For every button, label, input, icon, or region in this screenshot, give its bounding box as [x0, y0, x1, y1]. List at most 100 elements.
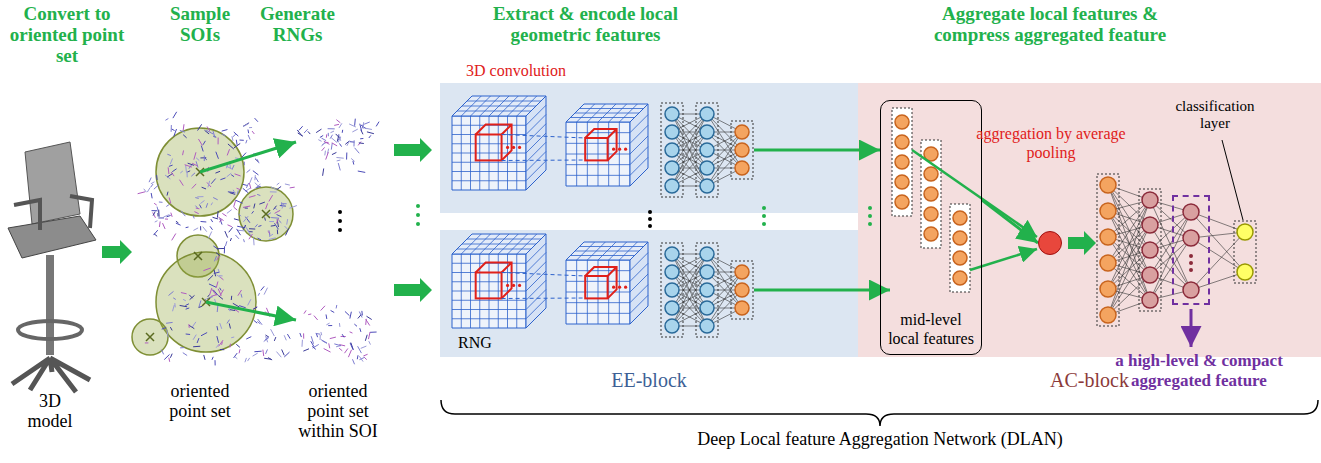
ellipsis-dot — [868, 214, 872, 218]
ellipsis-dot — [1189, 268, 1193, 272]
oriented-point — [237, 190, 239, 194]
grid-line — [452, 318, 526, 319]
oriented-point — [336, 120, 340, 123]
oriented-point — [149, 178, 151, 183]
neuron — [665, 247, 679, 261]
ellipsis-dot — [338, 228, 342, 232]
oriented-point — [213, 198, 218, 200]
grid-line — [467, 101, 541, 102]
neuron-link — [672, 132, 707, 186]
oriented-point — [249, 195, 256, 197]
oriented-point — [350, 343, 353, 350]
oriented-point — [244, 162, 245, 166]
flow-arrow — [394, 278, 432, 302]
node-label: EE-block — [440, 369, 858, 392]
oriented-point — [199, 306, 202, 307]
oriented-point — [284, 352, 289, 357]
oriented-point — [237, 229, 241, 235]
oriented-point — [320, 332, 322, 335]
oriented-point — [339, 143, 341, 146]
grid-front — [452, 254, 526, 328]
chair-model — [8, 142, 96, 392]
oriented-point — [200, 200, 204, 203]
oriented-point — [186, 227, 189, 229]
oriented-point — [326, 323, 329, 325]
oriented-point — [183, 353, 187, 356]
oriented-point — [173, 112, 177, 118]
neuron — [665, 107, 679, 121]
oriented-point — [269, 234, 273, 237]
conv-kernel — [476, 125, 512, 161]
oriented-point — [334, 344, 341, 346]
oriented-point — [326, 152, 329, 159]
oriented-point — [332, 152, 336, 154]
oriented-point — [236, 140, 238, 145]
oriented-point — [358, 171, 365, 172]
layer-box — [661, 103, 683, 197]
oriented-point — [194, 152, 196, 159]
oriented-point — [212, 357, 213, 360]
grid-line — [619, 122, 620, 186]
network-brace — [441, 400, 1318, 426]
ellipsis-dot — [648, 224, 652, 228]
neuron-link — [707, 254, 742, 308]
oriented-point — [258, 225, 261, 227]
ellipsis-dot — [1189, 254, 1193, 258]
voxel-grid — [566, 104, 648, 186]
oriented-point — [203, 268, 210, 271]
neuron — [665, 125, 679, 139]
oriented-point — [261, 286, 265, 290]
oriented-point — [225, 241, 226, 246]
voxel-grid — [452, 234, 546, 328]
oriented-point — [278, 220, 281, 223]
oriented-point — [231, 175, 234, 177]
oriented-point — [216, 344, 219, 348]
oriented-point — [210, 288, 212, 294]
oriented-point — [269, 238, 276, 240]
grid-line — [630, 263, 648, 281]
neuron — [665, 161, 679, 175]
oriented-point — [360, 138, 363, 139]
oriented-point — [194, 212, 198, 214]
oriented-point — [254, 204, 255, 209]
oriented-point — [361, 311, 363, 316]
oriented-point — [211, 219, 213, 222]
oriented-point — [298, 133, 303, 136]
oriented-point — [255, 184, 261, 189]
oriented-point — [138, 192, 146, 194]
soi-point-set — [297, 119, 379, 176]
grid-line — [630, 136, 648, 154]
oriented-point — [249, 127, 252, 128]
pooling-node: aggregation by average pooling — [1038, 231, 1062, 255]
oriented-point — [350, 332, 353, 333]
neuron-link — [707, 132, 742, 186]
neuron-link — [1191, 212, 1245, 272]
feature-unit — [953, 231, 967, 245]
layer-box — [1139, 189, 1161, 311]
oriented-point — [249, 231, 253, 232]
oriented-point — [208, 231, 211, 238]
oriented-point — [255, 159, 258, 162]
grid-line — [462, 106, 536, 107]
oriented-point — [222, 134, 226, 136]
oriented-point — [254, 320, 257, 323]
grid-side — [526, 234, 546, 328]
oriented-point — [282, 349, 285, 355]
node-label: aggregation by average pooling — [971, 125, 1131, 162]
oriented-point — [185, 165, 192, 167]
oriented-point — [183, 150, 184, 155]
oriented-point — [240, 140, 244, 141]
oriented-point — [255, 118, 258, 122]
neuron — [665, 319, 679, 333]
oriented-point — [282, 203, 287, 204]
oriented-point — [285, 228, 288, 235]
oriented-point — [277, 215, 282, 217]
oriented-point — [155, 221, 158, 222]
grid-line — [566, 292, 630, 293]
oriented-point — [200, 226, 201, 230]
oriented-point — [332, 143, 337, 146]
oriented-point — [239, 349, 241, 353]
ellipsis-dot — [868, 222, 872, 226]
grid-line — [526, 142, 546, 162]
oriented-point — [243, 123, 249, 127]
